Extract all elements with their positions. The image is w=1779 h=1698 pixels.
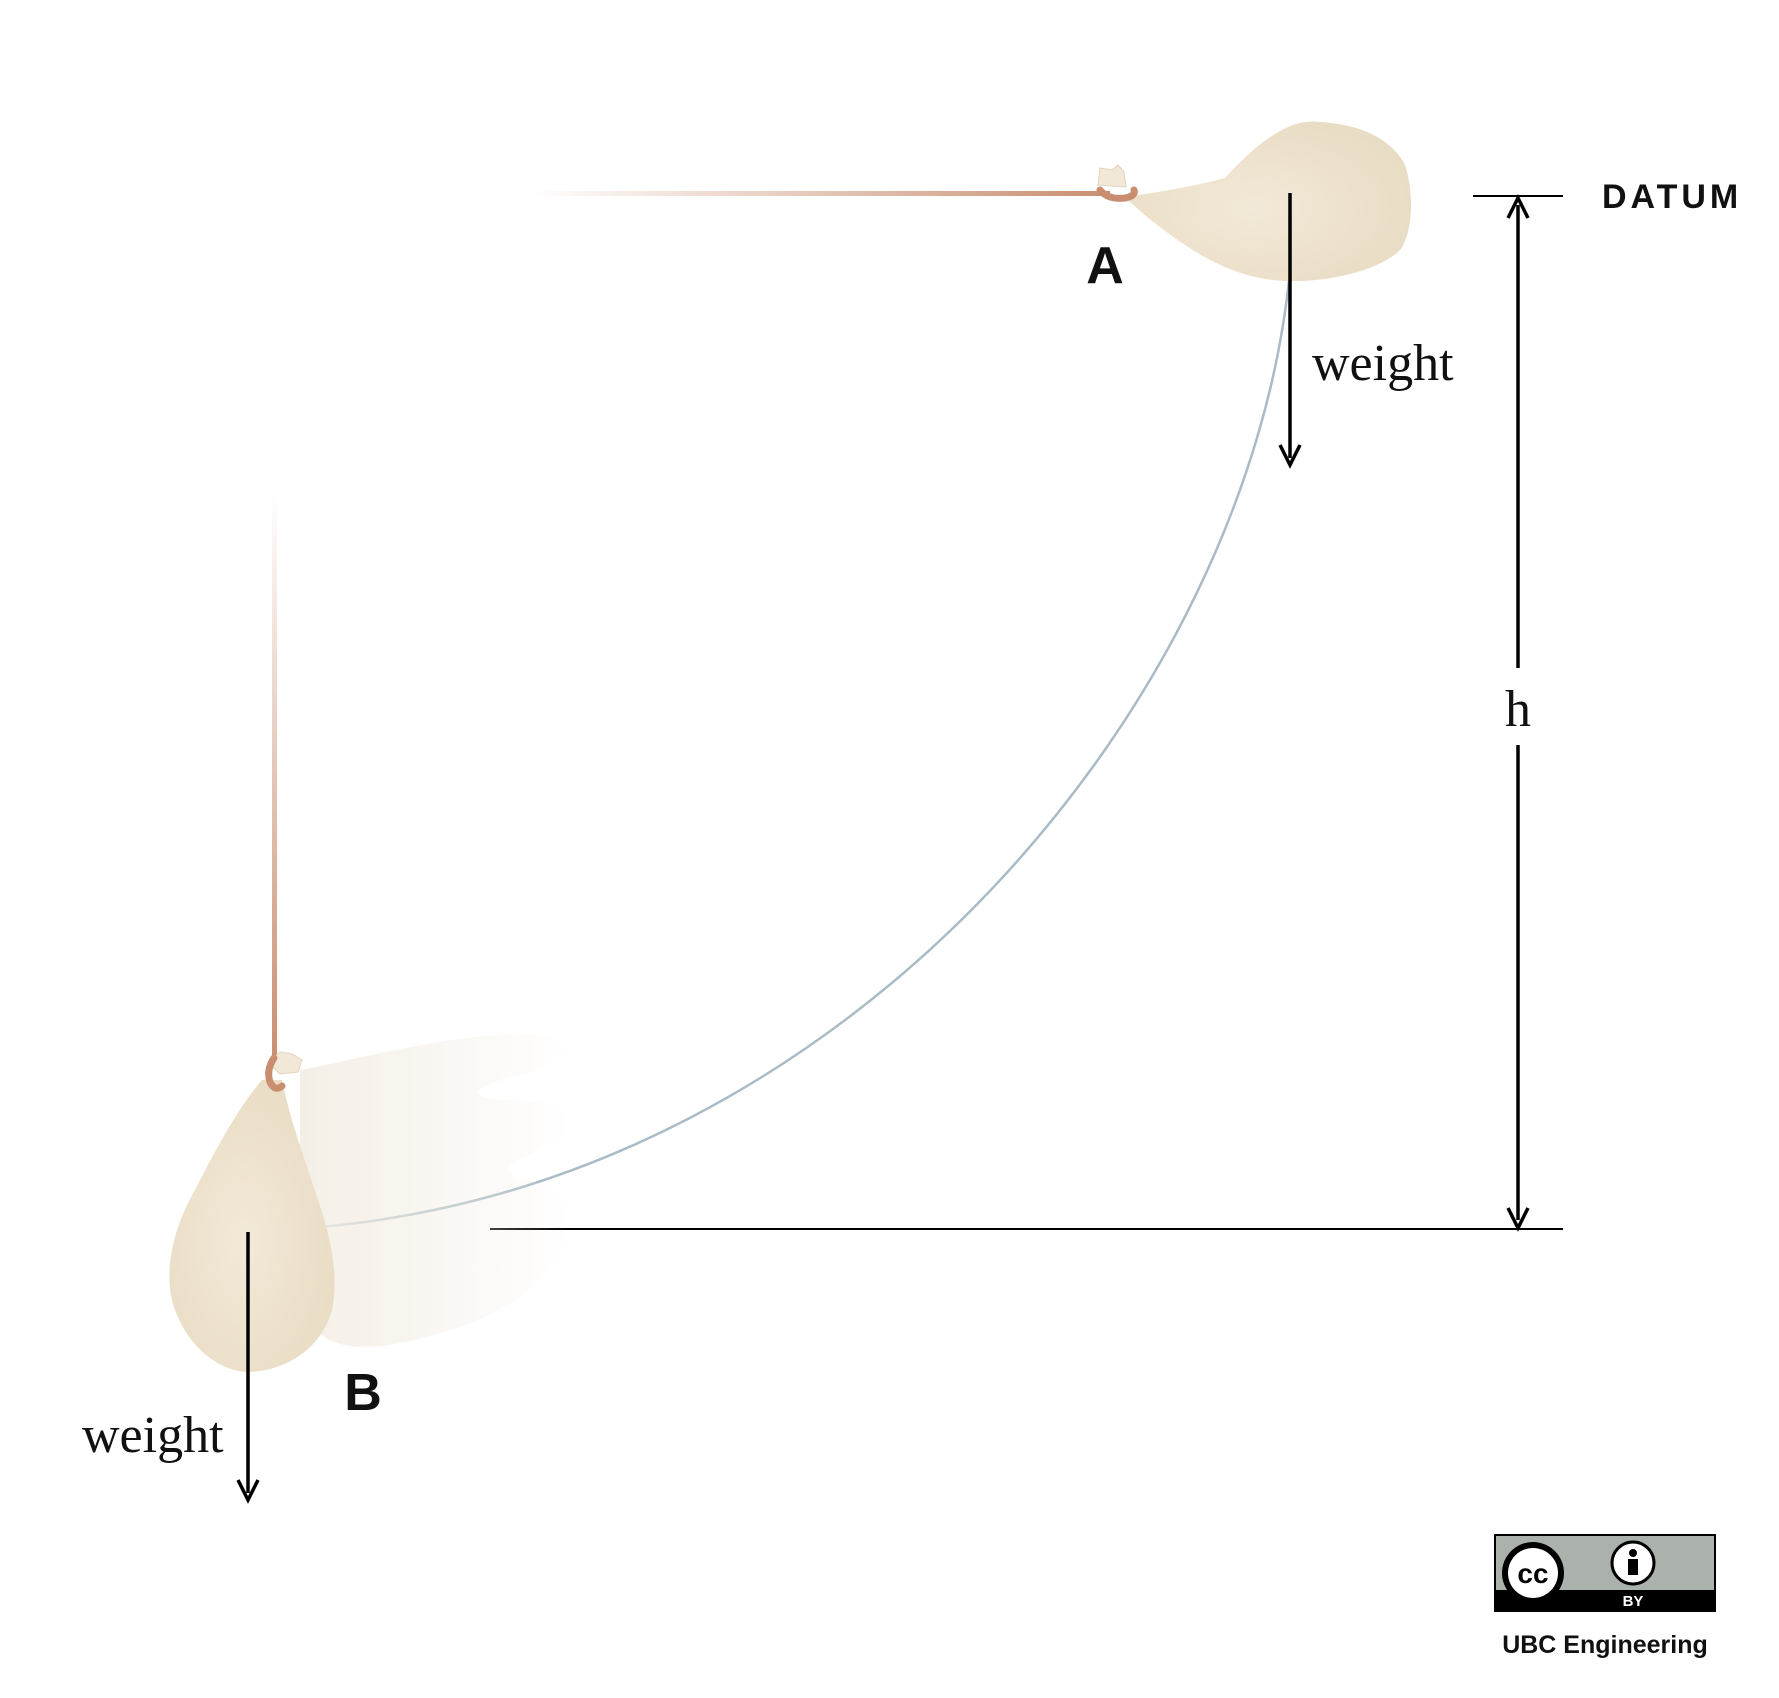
label-datum: DATUM — [1602, 178, 1742, 216]
bag-b-body — [169, 1080, 335, 1372]
bag-b-knot — [265, 1054, 286, 1092]
attribution-person-icon — [1610, 1540, 1656, 1586]
motion-blur-ghost — [300, 1034, 572, 1347]
label-point-b: B — [344, 1364, 382, 1422]
cc-by-icon: cc — [1502, 1542, 1564, 1604]
cc-by-license-badge: cc BY — [1494, 1534, 1716, 1612]
label-point-a: A — [1086, 237, 1124, 295]
bag-a-knot — [1096, 186, 1138, 202]
bag-a-tie — [1097, 164, 1127, 188]
bag-a-body — [1125, 121, 1412, 282]
svg-text:cc: cc — [1517, 1558, 1548, 1589]
bag-a — [1096, 121, 1412, 282]
label-height: h — [1505, 681, 1531, 738]
rope-vertical — [272, 490, 277, 1060]
rope-horizontal — [530, 191, 1110, 196]
label-weight-top: weight — [1312, 335, 1454, 392]
badge-by-text: BY — [1623, 1593, 1644, 1610]
weight-arrow-b-head — [236, 1479, 260, 1504]
weight-arrow-a-head — [1278, 444, 1302, 469]
height-arrow-up-head — [1506, 194, 1530, 219]
swing-arc-path — [319, 269, 1292, 1229]
label-weight-bottom: weight — [82, 1407, 224, 1464]
bag-b — [169, 1051, 335, 1372]
credit-ubc-engineering: UBC Engineering — [1502, 1631, 1708, 1659]
